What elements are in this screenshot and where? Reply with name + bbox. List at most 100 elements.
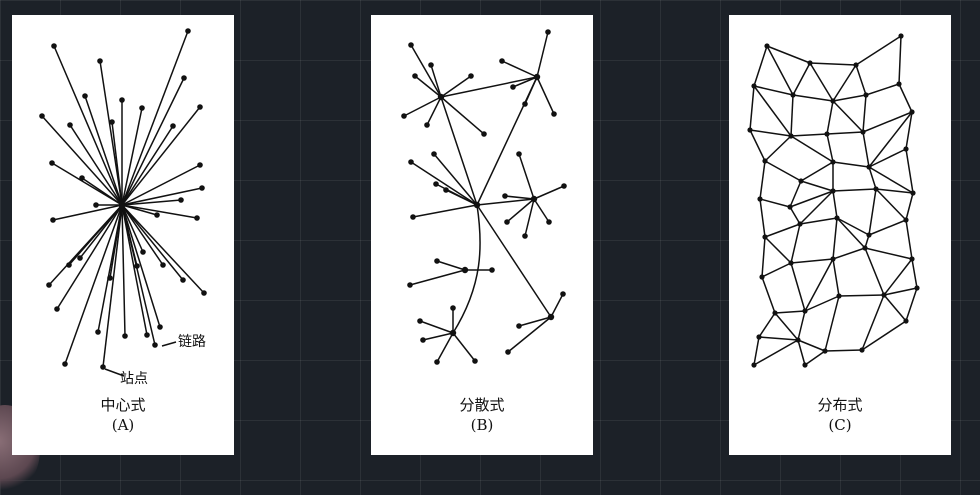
network-node xyxy=(50,217,56,223)
network-link xyxy=(426,96,442,126)
network-node xyxy=(798,178,804,184)
network-link xyxy=(809,62,834,102)
network-link xyxy=(836,217,870,236)
network-link xyxy=(440,75,472,98)
network-link xyxy=(430,64,442,98)
network-link xyxy=(868,166,914,194)
network-link xyxy=(476,204,552,318)
network-link xyxy=(53,45,123,206)
network-link xyxy=(832,94,867,102)
network-node xyxy=(522,101,528,107)
network-link xyxy=(506,198,535,223)
network-node xyxy=(830,159,836,165)
network-link xyxy=(774,312,799,341)
link-label: 链路 xyxy=(178,334,206,350)
network-link xyxy=(862,94,867,133)
network-link xyxy=(758,336,799,341)
network-link xyxy=(419,320,454,334)
network-link xyxy=(121,204,198,219)
network-link xyxy=(121,164,201,206)
network-node xyxy=(434,258,440,264)
network-link xyxy=(875,188,907,221)
network-link xyxy=(81,177,123,206)
network-link xyxy=(790,223,801,264)
network-node xyxy=(428,62,434,68)
network-link xyxy=(865,83,900,96)
central-hub-node xyxy=(118,201,126,209)
network-node xyxy=(433,181,439,187)
centralized-network-diagram xyxy=(39,28,207,377)
node-label: 站点 xyxy=(120,371,148,387)
network-link xyxy=(749,129,766,162)
hub-node xyxy=(437,93,445,101)
network-node xyxy=(77,255,83,261)
network-link xyxy=(898,83,913,113)
network-node xyxy=(420,337,426,343)
network-link xyxy=(790,258,834,264)
network-node xyxy=(790,92,796,98)
network-link xyxy=(774,310,806,314)
panel-label-b: (B) xyxy=(470,416,494,434)
network-link xyxy=(789,190,834,208)
distributed-network-diagram xyxy=(747,33,920,368)
network-link xyxy=(84,95,123,206)
network-link xyxy=(868,188,877,236)
network-node xyxy=(836,293,842,299)
network-node xyxy=(66,262,72,268)
network-link xyxy=(826,131,864,135)
decentralized-network-panel: 分散式 (B) xyxy=(371,15,593,455)
network-node xyxy=(140,249,146,255)
panel-title-distributed: 分布式 xyxy=(817,396,863,414)
network-link xyxy=(905,287,918,322)
network-link xyxy=(883,258,913,296)
network-node xyxy=(468,73,474,79)
network-link xyxy=(911,258,918,289)
network-node xyxy=(881,292,887,298)
network-node xyxy=(93,202,99,208)
network-link xyxy=(804,295,840,312)
network-link xyxy=(550,293,564,318)
network-node xyxy=(82,93,88,99)
network-link xyxy=(797,339,826,352)
network-node xyxy=(54,306,60,312)
network-link xyxy=(836,217,866,249)
network-node xyxy=(119,97,125,103)
network-node xyxy=(431,151,437,157)
network-link xyxy=(864,247,885,296)
network-node xyxy=(561,183,567,189)
network-link xyxy=(409,269,466,286)
network-link xyxy=(797,339,806,366)
network-link xyxy=(121,107,143,206)
network-node xyxy=(481,131,487,137)
network-link xyxy=(753,85,794,96)
network-node xyxy=(747,127,753,133)
hub-node xyxy=(530,195,538,203)
network-link xyxy=(759,198,766,238)
network-node xyxy=(866,232,872,238)
network-link xyxy=(414,75,442,98)
network-link xyxy=(862,111,913,133)
network-node xyxy=(401,113,407,119)
network-link xyxy=(121,77,185,206)
network-link xyxy=(790,262,806,312)
network-link xyxy=(749,85,755,131)
network-link xyxy=(809,62,857,66)
network-link xyxy=(533,198,550,223)
distributed-network-panel: 分布式 (C) xyxy=(729,15,951,455)
network-node xyxy=(109,119,115,125)
network-link xyxy=(445,189,478,206)
network-node xyxy=(139,105,145,111)
network-node xyxy=(499,58,505,64)
network-link xyxy=(764,223,801,238)
network-link xyxy=(792,94,834,102)
link-pointer xyxy=(161,341,177,347)
network-link xyxy=(883,294,907,322)
network-link xyxy=(436,260,466,271)
network-node xyxy=(100,364,106,370)
network-node xyxy=(546,219,552,225)
network-node xyxy=(788,133,794,139)
network-node xyxy=(424,122,430,128)
network-node xyxy=(410,214,416,220)
network-node xyxy=(859,347,865,353)
network-node xyxy=(201,290,207,296)
